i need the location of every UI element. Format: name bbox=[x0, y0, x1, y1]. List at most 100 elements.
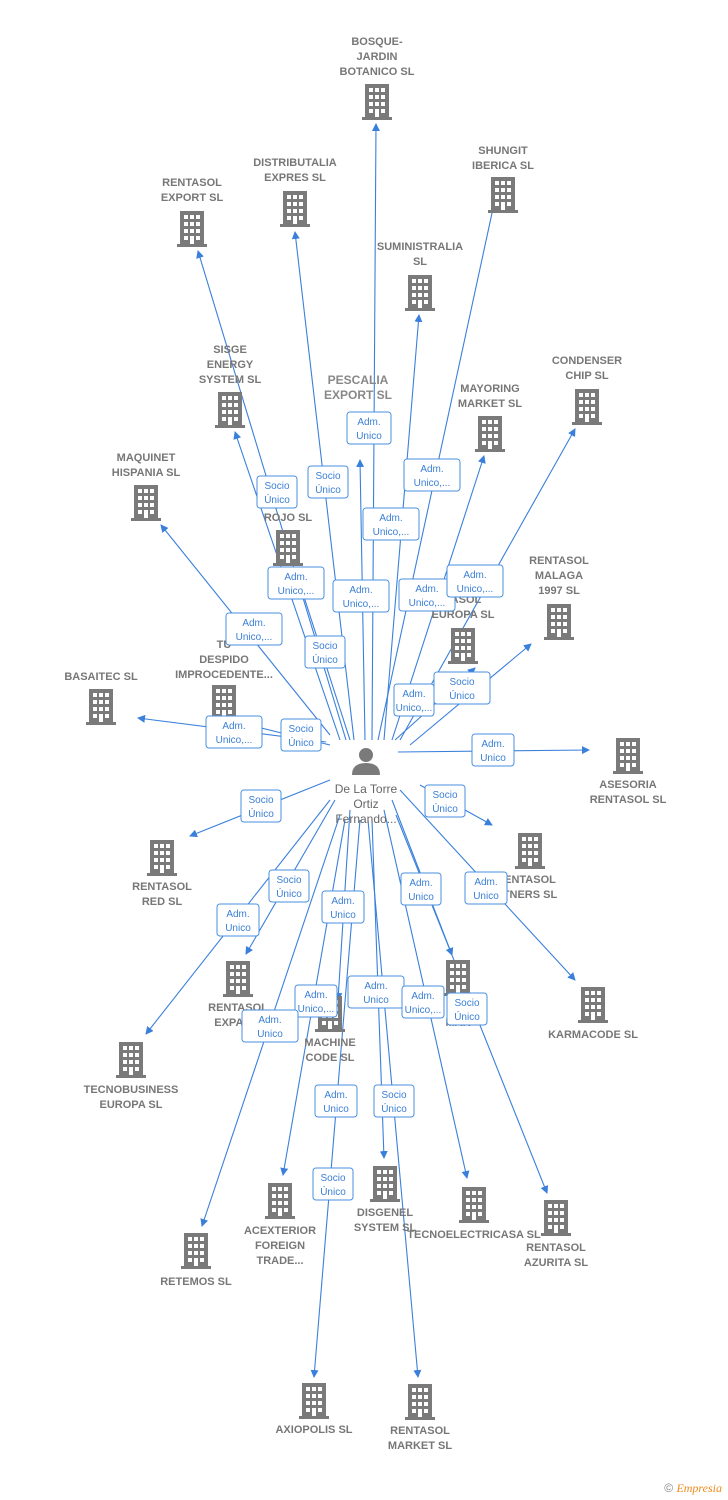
company-label[interactable]: MACHINE bbox=[304, 1037, 355, 1049]
company-node-mayoring[interactable]: MAYORING MARKET SL bbox=[458, 383, 522, 452]
relation-badge[interactable]: Adm.Unico bbox=[464, 871, 508, 905]
relation-badge[interactable]: Adm.Unico bbox=[241, 1009, 299, 1043]
company-node-tu-despido[interactable]: TUDESPIDOIMPROCEDENTE... bbox=[175, 639, 273, 721]
company-label[interactable]: RENTASOL SL bbox=[590, 794, 667, 806]
company-label[interactable]: AZURITA SL bbox=[524, 1257, 588, 1269]
company-node-disgenel[interactable]: DISGENEL SYSTEM SL bbox=[354, 1166, 417, 1234]
company-label[interactable]: BOTANICO SL bbox=[340, 66, 415, 78]
company-node-rentasol-azurita[interactable]: RENTASOL AZURITA SL bbox=[524, 1200, 588, 1269]
company-label[interactable]: IMPROCEDENTE... bbox=[175, 669, 273, 681]
company-node-sisge[interactable]: SISGE ENERGY SYSTEM SL bbox=[199, 344, 262, 428]
company-node-rojo[interactable]: ROJO SL bbox=[264, 512, 313, 566]
relation-badge[interactable]: Adm.Unico,... bbox=[403, 458, 461, 492]
company-label[interactable]: RED SL bbox=[142, 896, 183, 908]
company-node-maquinet[interactable]: MAQUINET HISPANIA SL bbox=[112, 452, 181, 521]
company-label[interactable]: BOSQUE- bbox=[351, 36, 403, 48]
company-node-asesoria[interactable]: ASESORIA RENTASOL SL bbox=[590, 738, 667, 806]
company-node-machine-code[interactable]: MACHINE CODE SL bbox=[304, 996, 356, 1064]
company-node-acexterior[interactable]: ACEXTERIORFOREIGNTRADE... bbox=[244, 1183, 316, 1267]
company-label[interactable]: ENTASOL bbox=[504, 874, 556, 886]
company-label[interactable]: SL bbox=[413, 256, 427, 268]
company-label[interactable]: MALAGA bbox=[535, 570, 583, 582]
relation-badge[interactable]: Adm.Unico bbox=[346, 411, 392, 445]
relation-badge[interactable]: Adm.Unico bbox=[321, 890, 365, 924]
person-name-label[interactable]: Fernando... bbox=[335, 812, 396, 826]
company-node-tecnoelectricasa[interactable]: TECNOELECTRICASA SL bbox=[407, 1187, 541, 1241]
company-node-tecnobusiness[interactable]: TECNOBUSINESS EUROPA SL bbox=[84, 1042, 179, 1111]
relation-badge[interactable]: Adm.Unico,... bbox=[393, 683, 435, 717]
company-node-rentasol-malaga[interactable]: RENTASOL MALAGA 1997 SL bbox=[529, 555, 589, 640]
company-label[interactable]: MAQUINET bbox=[117, 452, 176, 464]
company-label[interactable]: RENTASOL bbox=[526, 1242, 586, 1254]
company-label[interactable]: 1997 SL bbox=[538, 585, 580, 597]
company-label[interactable]: ASESORIA bbox=[599, 779, 657, 791]
company-node-axiopolis[interactable]: AXIOPOLIS SL bbox=[275, 1383, 353, 1436]
company-label[interactable]: SYSTEM SL bbox=[354, 1222, 417, 1234]
company-label[interactable]: SHUNGIT bbox=[478, 145, 528, 157]
company-label[interactable]: ENERGY bbox=[207, 359, 254, 371]
company-node-rentasol-partners[interactable]: ENTASOL TNERS SL bbox=[503, 833, 558, 901]
company-label[interactable]: CONDENSER bbox=[552, 355, 622, 367]
company-label[interactable]: MAYORING bbox=[460, 383, 520, 395]
company-node-shungit[interactable]: SHUNGIT IBERICA SL bbox=[472, 145, 534, 213]
company-label[interactable]: EXPRES SL bbox=[264, 172, 326, 184]
company-label[interactable]: TECNOELECTRICASA SL bbox=[407, 1229, 541, 1241]
relation-badge[interactable]: Adm.Unico,... bbox=[267, 566, 325, 600]
company-node-rentasol-market[interactable]: RENTASOL MARKET SL bbox=[388, 1384, 452, 1452]
relation-badge[interactable]: Adm.Unico,... bbox=[446, 564, 504, 598]
person-name-label[interactable]: De La Torre bbox=[335, 782, 398, 796]
company-label[interactable]: RENTASOL bbox=[390, 1425, 450, 1437]
company-label[interactable]: JARDIN bbox=[357, 51, 398, 63]
company-label[interactable]: IBERICA SL bbox=[472, 160, 534, 172]
company-label[interactable]: HISPANIA SL bbox=[112, 467, 181, 479]
company-label[interactable]: RENTASOL bbox=[529, 555, 589, 567]
company-label[interactable]: DISGENEL bbox=[357, 1207, 414, 1219]
relation-badge[interactable]: Adm.Unico,... bbox=[225, 612, 283, 646]
company-label[interactable]: MARKET SL bbox=[388, 1440, 452, 1452]
company-label[interactable]: KARMACODE SL bbox=[548, 1029, 638, 1041]
person-node[interactable]: De La TorreOrtizFernando... bbox=[335, 748, 398, 826]
company-node-rentasol-export[interactable]: RENTASOL EXPORT SL bbox=[161, 177, 224, 247]
company-label[interactable]: SYSTEM SL bbox=[199, 374, 262, 386]
company-label[interactable]: DESPIDO bbox=[199, 654, 249, 666]
relation-badge[interactable]: Adm.Unico,... bbox=[398, 578, 456, 612]
relation-badge[interactable]: Adm.Unico,... bbox=[332, 579, 390, 613]
company-label[interactable]: EUROPA SL bbox=[100, 1099, 163, 1111]
company-label[interactable]: AXIOPOLIS SL bbox=[275, 1424, 352, 1436]
company-label[interactable]: RENTASOL bbox=[162, 177, 222, 189]
person-name-label[interactable]: Ortiz bbox=[353, 797, 378, 811]
company-label[interactable]: ROJO SL bbox=[264, 512, 313, 524]
company-label[interactable]: MARKET SL bbox=[458, 398, 522, 410]
company-label[interactable]: TECNOBUSINESS bbox=[84, 1084, 179, 1096]
relation-badge[interactable]: Adm.Unico,... bbox=[401, 985, 445, 1019]
company-label[interactable]: TNERS SL bbox=[503, 889, 558, 901]
company-label[interactable]: TRADE... bbox=[256, 1255, 303, 1267]
company-label[interactable]: BASAITEC SL bbox=[64, 671, 138, 683]
company-label[interactable]: RETEMOS SL bbox=[160, 1276, 232, 1288]
relation-badge[interactable]: Adm.Unico bbox=[216, 903, 260, 937]
company-node-karmacode[interactable]: KARMACODE SL bbox=[548, 987, 638, 1041]
relation-badge[interactable]: Adm.Unico,... bbox=[294, 984, 338, 1018]
company-node-basaitec[interactable]: BASAITEC SL bbox=[64, 671, 138, 725]
company-label[interactable]: SISGE bbox=[213, 344, 247, 356]
company-label[interactable]: CODE SL bbox=[306, 1052, 355, 1064]
company-label[interactable]: EUROPA SL bbox=[432, 609, 495, 621]
company-label[interactable]: EXPORT SL bbox=[161, 192, 224, 204]
brand-logo[interactable]: Empresia bbox=[676, 1481, 722, 1495]
relation-badge[interactable]: Adm.Unico,... bbox=[362, 507, 420, 541]
